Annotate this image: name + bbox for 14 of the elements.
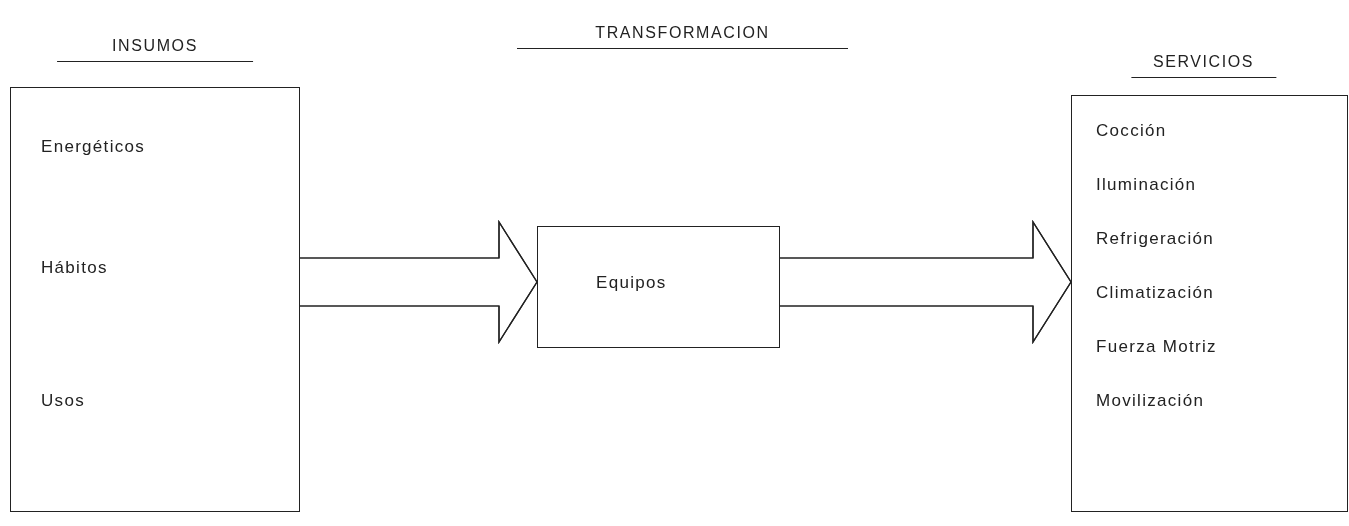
item-label: Movilización <box>1096 391 1205 411</box>
item-label: Energéticos <box>41 137 146 157</box>
item-label: Climatización <box>1096 283 1214 303</box>
item-label: Usos <box>41 391 85 411</box>
column-heading: TRANSFORMACION <box>517 24 848 49</box>
item-label: Fuerza Motriz <box>1096 337 1217 357</box>
process-box <box>537 226 780 348</box>
item-label: Iluminación <box>1096 175 1197 195</box>
item-label: Refrigeración <box>1096 229 1214 249</box>
item-label: Equipos <box>596 273 667 293</box>
column-heading: INSUMOS <box>57 37 253 62</box>
column-heading: SERVICIOS <box>1130 53 1277 78</box>
item-label: Cocción <box>1096 121 1167 141</box>
item-label: Hábitos <box>41 258 108 278</box>
